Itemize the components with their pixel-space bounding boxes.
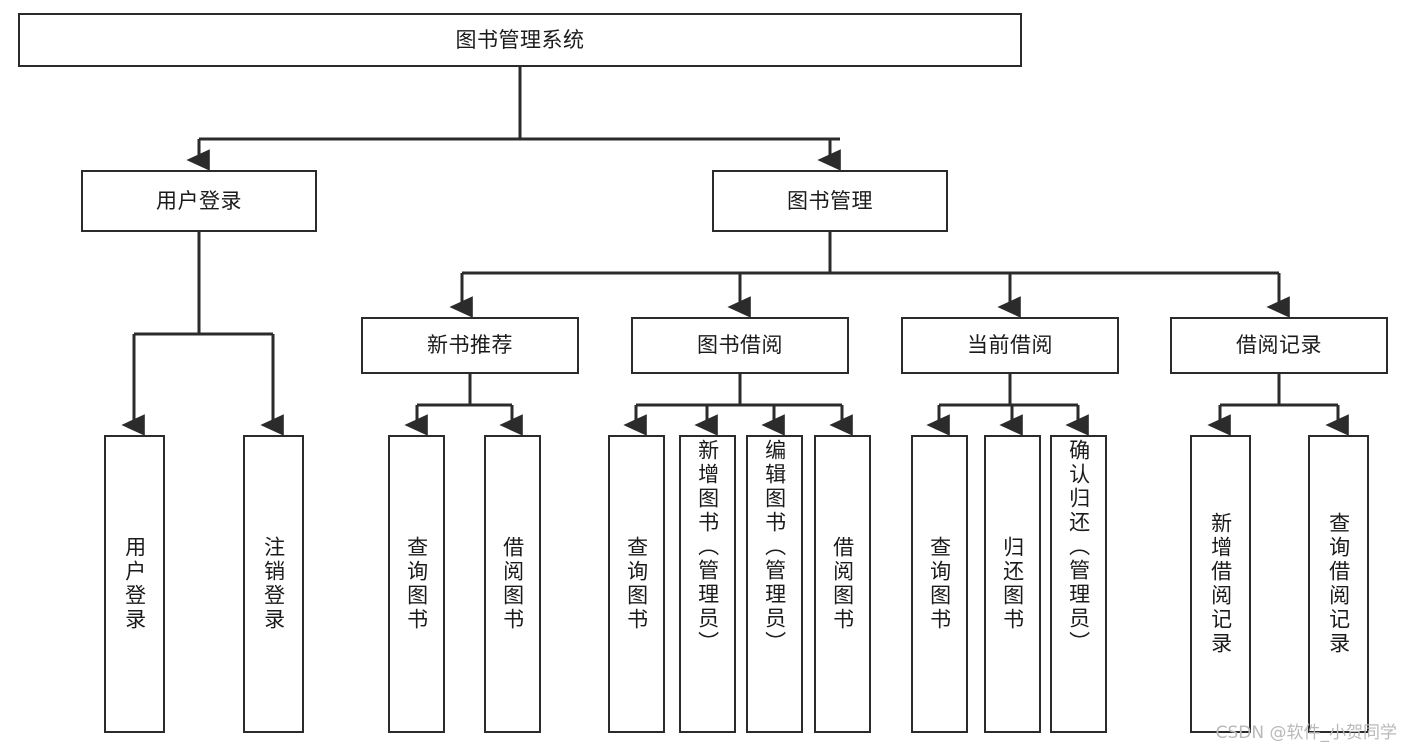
node-root-system[interactable]: 图书管理系统 — [18, 13, 1022, 67]
node-borrow-record[interactable]: 借阅记录 — [1170, 317, 1388, 374]
node-leaf-borrow-book-2-label: 借阅图书 — [830, 536, 855, 632]
node-current-borrow[interactable]: 当前借阅 — [901, 317, 1119, 374]
node-leaf-edit-book-admin-label: 编辑图书（管理员） — [762, 439, 787, 655]
node-book-borrow-label: 图书借阅 — [697, 333, 783, 358]
node-leaf-user-login[interactable]: 用户登录 — [104, 435, 165, 733]
node-leaf-confirm-return-admin[interactable]: 确认归还（管理员） — [1050, 435, 1107, 733]
node-leaf-add-book-admin-label: 新增图书（管理员） — [695, 439, 720, 655]
node-user-login-label: 用户登录 — [156, 188, 242, 213]
node-leaf-borrow-book-1[interactable]: 借阅图书 — [484, 435, 541, 733]
node-borrow-record-label: 借阅记录 — [1236, 333, 1322, 358]
node-leaf-borrow-book-1-label: 借阅图书 — [500, 536, 525, 632]
node-new-book-recommend-label: 新书推荐 — [427, 333, 513, 358]
node-leaf-query-book-2[interactable]: 查询图书 — [608, 435, 665, 733]
node-leaf-query-book-1[interactable]: 查询图书 — [388, 435, 445, 733]
node-leaf-query-borrow-record[interactable]: 查询借阅记录 — [1308, 435, 1369, 733]
node-leaf-user-login-label: 用户登录 — [122, 536, 147, 632]
node-leaf-query-book-2-label: 查询图书 — [624, 536, 649, 632]
node-leaf-add-borrow-record[interactable]: 新增借阅记录 — [1190, 435, 1251, 733]
node-leaf-confirm-return-admin-label: 确认归还（管理员） — [1066, 439, 1091, 655]
node-leaf-return-book-label: 归还图书 — [1000, 536, 1025, 632]
node-current-borrow-label: 当前借阅 — [967, 333, 1053, 358]
node-leaf-query-book-1-label: 查询图书 — [404, 536, 429, 632]
node-user-login[interactable]: 用户登录 — [81, 170, 317, 232]
node-leaf-borrow-book-2[interactable]: 借阅图书 — [814, 435, 871, 733]
node-leaf-query-borrow-record-label: 查询借阅记录 — [1326, 512, 1351, 656]
node-leaf-add-borrow-record-label: 新增借阅记录 — [1208, 512, 1233, 656]
node-leaf-return-book[interactable]: 归还图书 — [984, 435, 1041, 733]
node-leaf-logout-login-label: 注销登录 — [261, 536, 286, 632]
csdn-watermark: CSDN @软件_小贺同学 — [1215, 723, 1397, 743]
node-book-management-label: 图书管理 — [787, 188, 873, 213]
node-root-label: 图书管理系统 — [455, 27, 585, 52]
node-book-borrow[interactable]: 图书借阅 — [631, 317, 849, 374]
node-leaf-query-book-3[interactable]: 查询图书 — [911, 435, 968, 733]
node-book-management[interactable]: 图书管理 — [712, 170, 948, 232]
node-new-book-recommend[interactable]: 新书推荐 — [361, 317, 579, 374]
node-leaf-query-book-3-label: 查询图书 — [927, 536, 952, 632]
node-leaf-logout-login[interactable]: 注销登录 — [243, 435, 304, 733]
node-leaf-edit-book-admin[interactable]: 编辑图书（管理员） — [746, 435, 803, 733]
node-leaf-add-book-admin[interactable]: 新增图书（管理员） — [679, 435, 736, 733]
